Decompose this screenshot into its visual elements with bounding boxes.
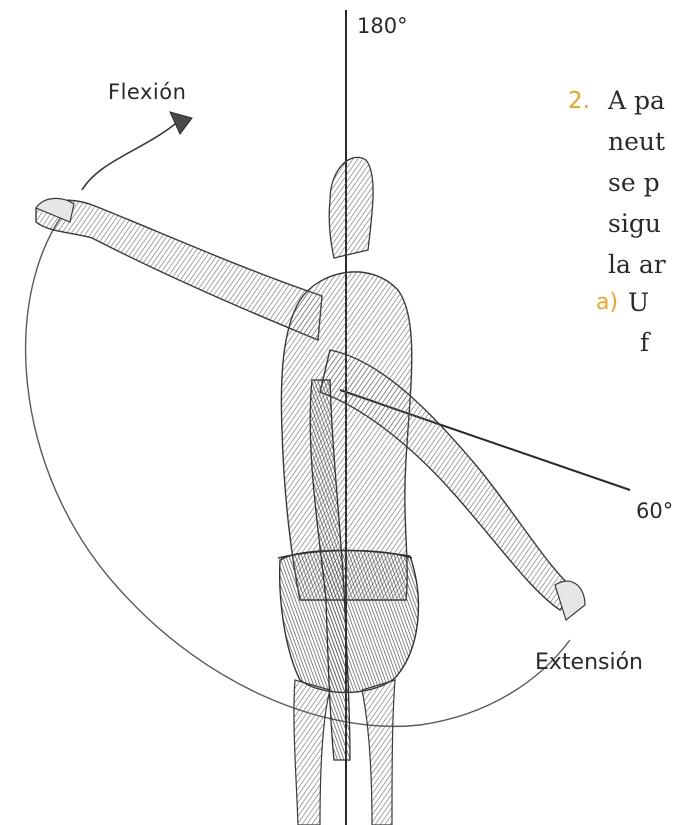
extension-label: Extensión xyxy=(535,650,643,675)
text-line-3: se p xyxy=(608,168,660,197)
sub-text-line-1: U xyxy=(628,288,649,317)
text-line-2: neut xyxy=(608,127,665,156)
flexion-arrow-head xyxy=(170,112,192,134)
head xyxy=(329,157,373,258)
torso xyxy=(278,272,418,693)
sub-text-line-2: f xyxy=(640,328,649,357)
angle-60-label: 60° xyxy=(636,499,673,523)
angle-180-label: 180° xyxy=(357,14,408,38)
flexion-label: Flexión xyxy=(108,80,186,104)
item-number: 2. xyxy=(568,88,590,114)
sub-item-letter: a) xyxy=(596,290,618,315)
text-line-5: la ar xyxy=(608,250,666,279)
text-line-4: sigu xyxy=(608,209,661,238)
flexion-arrow-curve xyxy=(82,120,180,190)
raised-arm xyxy=(36,198,322,340)
text-line-1: A pa xyxy=(608,86,665,115)
